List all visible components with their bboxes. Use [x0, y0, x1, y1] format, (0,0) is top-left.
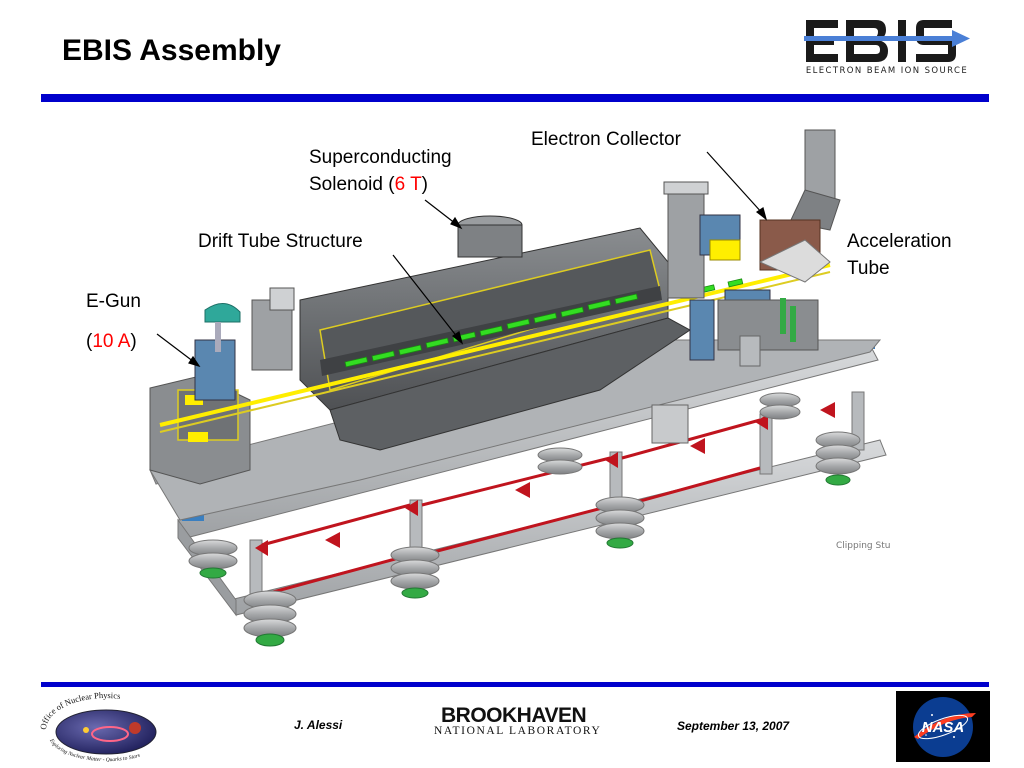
clipping-text: Clipping Stu [836, 541, 891, 551]
beam-line [159, 263, 831, 433]
ebis-logo-graphic [804, 20, 970, 62]
leader-lines [156, 151, 768, 368]
label-egun-prefix: ( [86, 331, 93, 352]
label-superconducting-solenoid: Superconducting Solenoid (6 T) [309, 144, 452, 198]
drift-tubes [344, 278, 744, 368]
label-solenoid-prefix: Solenoid ( [309, 174, 395, 195]
nasa-logo-text: NASA [922, 719, 965, 736]
label-acceleration-line2: Tube [847, 258, 890, 279]
footer-date: September 13, 2007 [677, 719, 790, 733]
label-egun-value: 10 A [92, 331, 131, 352]
label-solenoid-line1: Superconducting [309, 147, 452, 168]
label-solenoid-value: 6 T [394, 174, 422, 195]
label-solenoid-suffix: ) [421, 174, 428, 195]
seal-graphic: Office of Nuclear Physics Exploring Nucl… [38, 690, 157, 763]
label-egun: E-Gun [86, 291, 141, 312]
label-electron-collector: Electron Collector [531, 129, 681, 150]
office-nuclear-physics-seal: Office of Nuclear Physics Exploring Nucl… [38, 690, 172, 763]
insulator-stacks [188, 392, 861, 647]
label-acceleration-line1: Acceleration [847, 231, 952, 252]
brookhaven-logo-name: BROOKHAVEN [441, 704, 587, 727]
label-solenoid-line2: Solenoid (6 T) [309, 171, 452, 198]
nasa-logo-graphic: NASA [913, 697, 976, 757]
ebis-logo-caption: ELECTRON BEAM ION SOURCE [805, 66, 969, 76]
slide-title: EBIS Assembly [62, 34, 281, 67]
egun-housing [149, 287, 295, 485]
label-drift-tube-structure: Drift Tube Structure [198, 231, 363, 252]
ebis-logo: ELECTRON BEAM ION SOURCE [802, 0, 972, 86]
footer-author: J. Alessi [294, 718, 343, 732]
label-egun-suffix: ) [130, 331, 137, 352]
electron-collector [717, 129, 841, 367]
brookhaven-logo-subtitle: NATIONAL LABORATORY [434, 725, 602, 737]
label-egun-current: (10 A) [86, 328, 137, 355]
bottom-rule [41, 682, 989, 687]
middle-vacuum-station [651, 181, 741, 444]
label-acceleration-tube: Acceleration Tube [847, 228, 952, 282]
nasa-logo: NASA [896, 691, 990, 762]
top-rule [41, 94, 989, 102]
